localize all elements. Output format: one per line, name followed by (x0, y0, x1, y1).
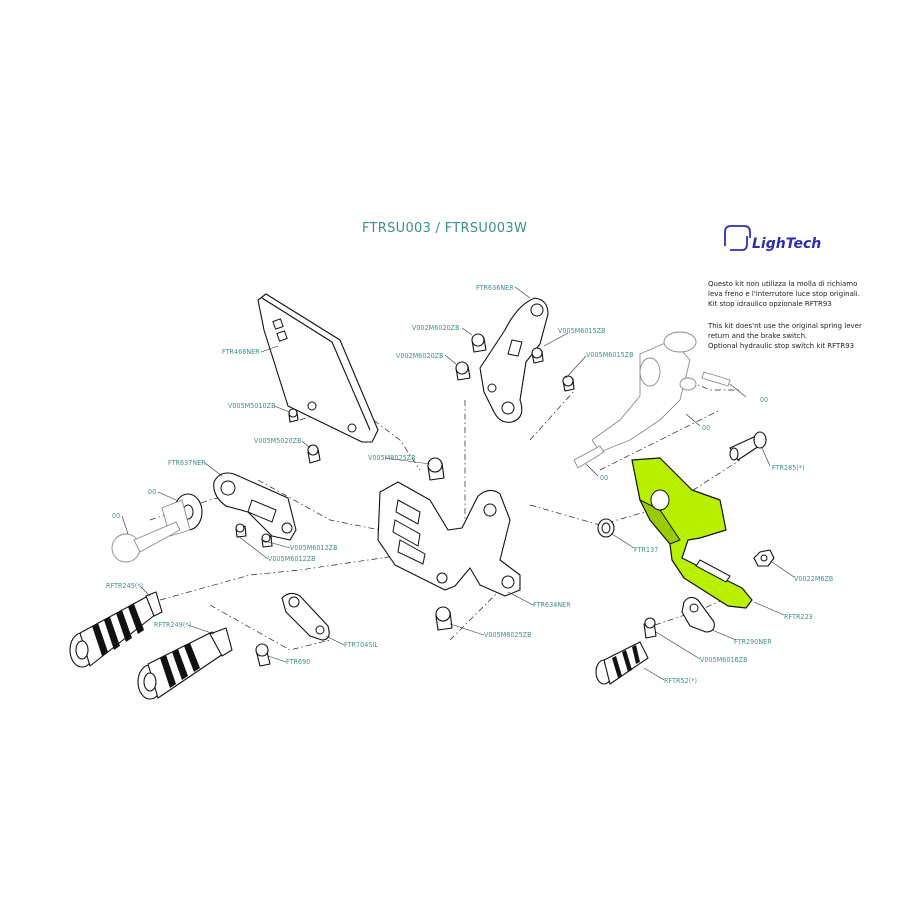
screw-v005m6016zb (643, 617, 657, 639)
note-en-line-3: Optional hydraulic stop switch kit RFTR9… (708, 342, 854, 350)
label-v005m6012zb-a: V005M6012ZB (290, 544, 338, 552)
pin-ftr285 (729, 431, 767, 461)
label-v0022m6zb: V0022M6ZB (794, 575, 833, 583)
label-v002m6020zb-a: V002M6020ZB (412, 324, 460, 332)
note-en-line-1: This kit does'nt use the original spring… (707, 322, 862, 330)
small-peg-rftr52 (595, 641, 649, 685)
label-rftr52: RFTR52(*) (664, 677, 697, 685)
label-oo-left: 00 (148, 488, 156, 496)
spacer-left (111, 493, 203, 563)
bracket-ftr636ner (479, 297, 549, 423)
label-v005m8025zb-top: V005M8025ZB (368, 454, 416, 462)
label-oo-far-left: 00 (112, 512, 120, 520)
brake-lever-rftr223-highlighted (631, 457, 753, 609)
label-oo-right-a: 00 (760, 396, 768, 404)
link-ftr704sil (281, 592, 330, 641)
note-it-line-2: leva freno e l'interrutore luce stop ori… (708, 290, 860, 298)
label-v005m5020zb: V005M5020ZB (254, 437, 302, 445)
plate-ftr290ner (681, 596, 715, 633)
master-cylinder-optional (573, 331, 731, 469)
screw-bottom (435, 606, 453, 631)
label-v005m6012zb-b: V005M6012ZB (268, 555, 316, 563)
note-en-line-2: return and the brake switch. (708, 332, 807, 340)
notes-italian: Questo kit non utilizza la molla di rich… (708, 280, 860, 308)
label-oo-right-b: 00 (702, 424, 710, 432)
label-ftr636ner: FTR636NER (476, 284, 514, 292)
note-it-line-3: Kit stop idraulico opzionale RFTR93 (708, 300, 832, 308)
label-v005m6015zb-b: V005M6015ZB (586, 351, 634, 359)
heel-guard-ftr468ner (257, 293, 379, 443)
part-labels: FTR636NER V002M6020ZB V002M6020ZB V005M6… (106, 284, 833, 685)
footpeg-rftr245 (69, 591, 163, 668)
label-ftr704sil: FTR704SIL (344, 641, 378, 649)
main-plate-ftr634ner (377, 481, 521, 597)
bracket-ftr637ner (213, 472, 297, 541)
label-ftr137: FTR137 (634, 546, 658, 554)
label-v005m5010zb: V005M5010ZB (228, 402, 276, 410)
nut-v0022m6zb (753, 549, 775, 567)
lightech-logo-text: LighTech (752, 236, 821, 252)
leader-lines (121, 286, 795, 681)
washer-ftr137 (597, 518, 615, 538)
label-ftr637ner: FTR637NER (168, 459, 206, 467)
label-rftr249: RFTR249(*) (154, 621, 191, 629)
label-oo-right-c: 00 (600, 474, 608, 482)
label-ftr634ner: FTR634NER (533, 601, 571, 609)
label-v002m6020zb-b: V002M6020ZB (396, 352, 444, 360)
label-ftr290ner: FTR290NER (734, 638, 772, 646)
notes-english: This kit does'nt use the original spring… (707, 322, 862, 350)
footpeg-rftr249 (137, 627, 233, 700)
label-v005m6016zb: V005M6016ZB (700, 656, 748, 664)
label-ftr285: FTR285(*) (772, 464, 805, 472)
note-it-line-1: Questo kit non utilizza la molla di rich… (708, 280, 857, 288)
diagram-title: FTRSU003 / FTRSU003W (362, 221, 527, 236)
label-ftr468ner: FTR468NER (222, 348, 260, 356)
screws-top-bracket (427, 333, 575, 481)
label-v005m6015zb-a: V005M6015ZB (558, 327, 606, 335)
label-v005m8025zb-bottom: V005M8025ZB (484, 631, 532, 639)
screws-heel-guard (288, 408, 321, 464)
bolt-ftr690 (255, 643, 271, 667)
label-rftr223: RFTR223 (784, 613, 813, 621)
label-ftr690: FTR690 (286, 658, 310, 666)
label-rftr245: RFTR245(*) (106, 582, 143, 590)
lightech-logo: LighTech (724, 225, 821, 252)
